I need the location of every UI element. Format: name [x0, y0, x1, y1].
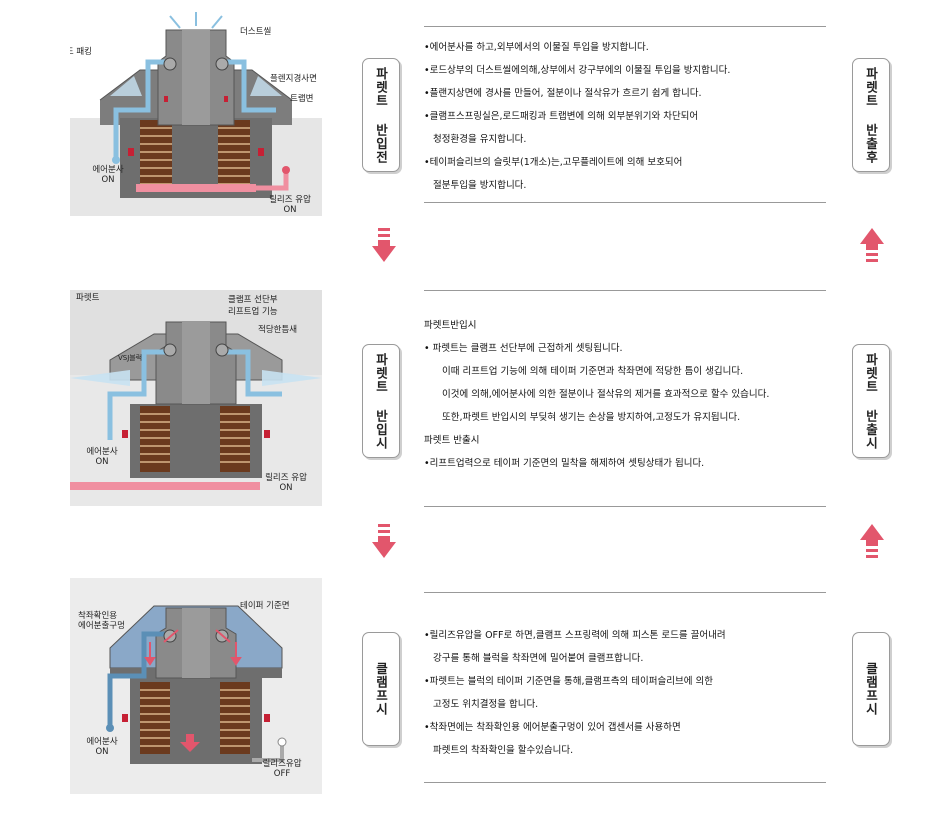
text-heading: 파렛트 반출시 — [424, 435, 480, 446]
text-block-1: •에어분사를 하고,외부에서의 이물질 투입을 방지합니다. •로드상부의 더스… — [424, 36, 834, 197]
text-line: 이때 리프트업 기능에 의해 테이퍼 기준면과 착좌면에 적당한 틈이 생깁니다… — [442, 366, 744, 377]
text-line: 또한,파렛트 반입시의 부딪혀 생기는 손상을 방지하여,고정도가 유지됩니다. — [442, 412, 741, 423]
label-vsj-block: VSJ블럭 — [118, 354, 143, 362]
text-line: 파렛트의 착좌확인을 할수있습니다. — [433, 745, 574, 756]
text-line: 강구를 통해 블럭을 착좌면에 밀어붙여 클램프합니다. — [433, 653, 644, 664]
text-line: •에어분사를 하고,외부에서의 이물질 투입을 방지합니다. — [424, 42, 649, 53]
text-heading: 파렛트반입시 — [424, 320, 477, 331]
clamp-cross-section-3 — [70, 578, 322, 794]
label-trap-valve: 트랩변 — [290, 94, 314, 104]
tab-after-carry-out: 파렛트 반출후 — [852, 58, 890, 172]
tab-during-carry-in: 파렛트 반입시 — [362, 344, 400, 458]
tab-clamp-left: 클램프시 — [362, 632, 400, 746]
clamp-cross-section-1 — [70, 12, 322, 216]
label-clamp-tip: 클램프 선단부 — [228, 295, 278, 305]
text-line: •착좌면에는 착좌확인용 에어분출구멍이 있어 갭센서를 사용하면 — [424, 722, 681, 733]
text-block-3: •릴리즈유압을 OFF로 하면,클램프 스프링력에 의해 피스톤 로드를 끌어내… — [424, 624, 834, 762]
text-line: 이것에 의해,에어분사에 의한 절분이나 절삭유의 제거를 효과적으로 할수 있… — [442, 389, 770, 400]
divider — [424, 26, 826, 27]
arrow-down-icon — [372, 524, 396, 558]
text-line: 고정도 위치결정을 합니다. — [433, 699, 539, 710]
text-line: •테이퍼슬리브의 슬릿부(1개소)는,고무플레이트에 의해 보호되어 — [424, 157, 683, 168]
divider — [424, 782, 826, 783]
text-line: • 파렛트는 클램프 선단부에 근접하게 셋팅됩니다. — [424, 343, 623, 354]
text-line: •로드상부의 더스트씰에의해,상부에서 강구부에의 이물질 투입을 방지합니다. — [424, 65, 731, 76]
text-line: 절분투입을 방지합니다. — [433, 180, 527, 191]
text-block-2: 파렛트반입시 • 파렛트는 클램프 선단부에 근접하게 셋팅됩니다. 이때 리프… — [424, 314, 834, 475]
label-rod-packing: 로드 패킹 — [70, 47, 92, 57]
text-line: •플랜지상면에 경사를 만들어, 절분이나 절삭유가 흐르기 쉽게 합니다. — [424, 88, 702, 99]
label-proper-gap: 적당한틈새 — [258, 325, 298, 335]
arrow-down-icon — [372, 228, 396, 262]
arrow-up-icon — [860, 228, 884, 262]
clamp-cross-section-2 — [70, 290, 322, 506]
tab-before-carry-in: 파렛트 반입전 — [362, 58, 400, 172]
label-taper-reference: 테이퍼 기준면 — [240, 601, 290, 611]
label-pallet: 파렛트 — [76, 293, 100, 303]
label-dust-seal: 더스트씰 — [240, 27, 272, 37]
divider — [424, 202, 826, 203]
text-line: •릴리즈유압을 OFF로 하면,클램프 스프링력에 의해 피스톤 로드를 끌어내… — [424, 630, 726, 641]
text-line: •파렛트는 블럭의 테이퍼 기준면을 통해,클램프측의 테이퍼슬리브에 의한 — [424, 676, 713, 687]
text-line: •리프트업력으로 테이퍼 기준면의 밀착을 해제하여 셋팅상태가 됩니다. — [424, 458, 705, 469]
tab-during-carry-out: 파렛트 반출시 — [852, 344, 890, 458]
tab-clamp-right: 클램프시 — [852, 632, 890, 746]
divider — [424, 506, 826, 507]
label-lift-up: 리프트업 기능 — [228, 307, 278, 317]
divider — [424, 592, 826, 593]
text-line: 청정환경을 유지합니다. — [433, 134, 527, 145]
divider — [424, 290, 826, 291]
text-line: •클램프스프링실은,로드패킹과 트랩변에 의해 외부분위기와 차단되어 — [424, 111, 699, 122]
label-flange-slope: 플렌지경사면 — [270, 74, 317, 84]
arrow-up-icon — [860, 524, 884, 558]
